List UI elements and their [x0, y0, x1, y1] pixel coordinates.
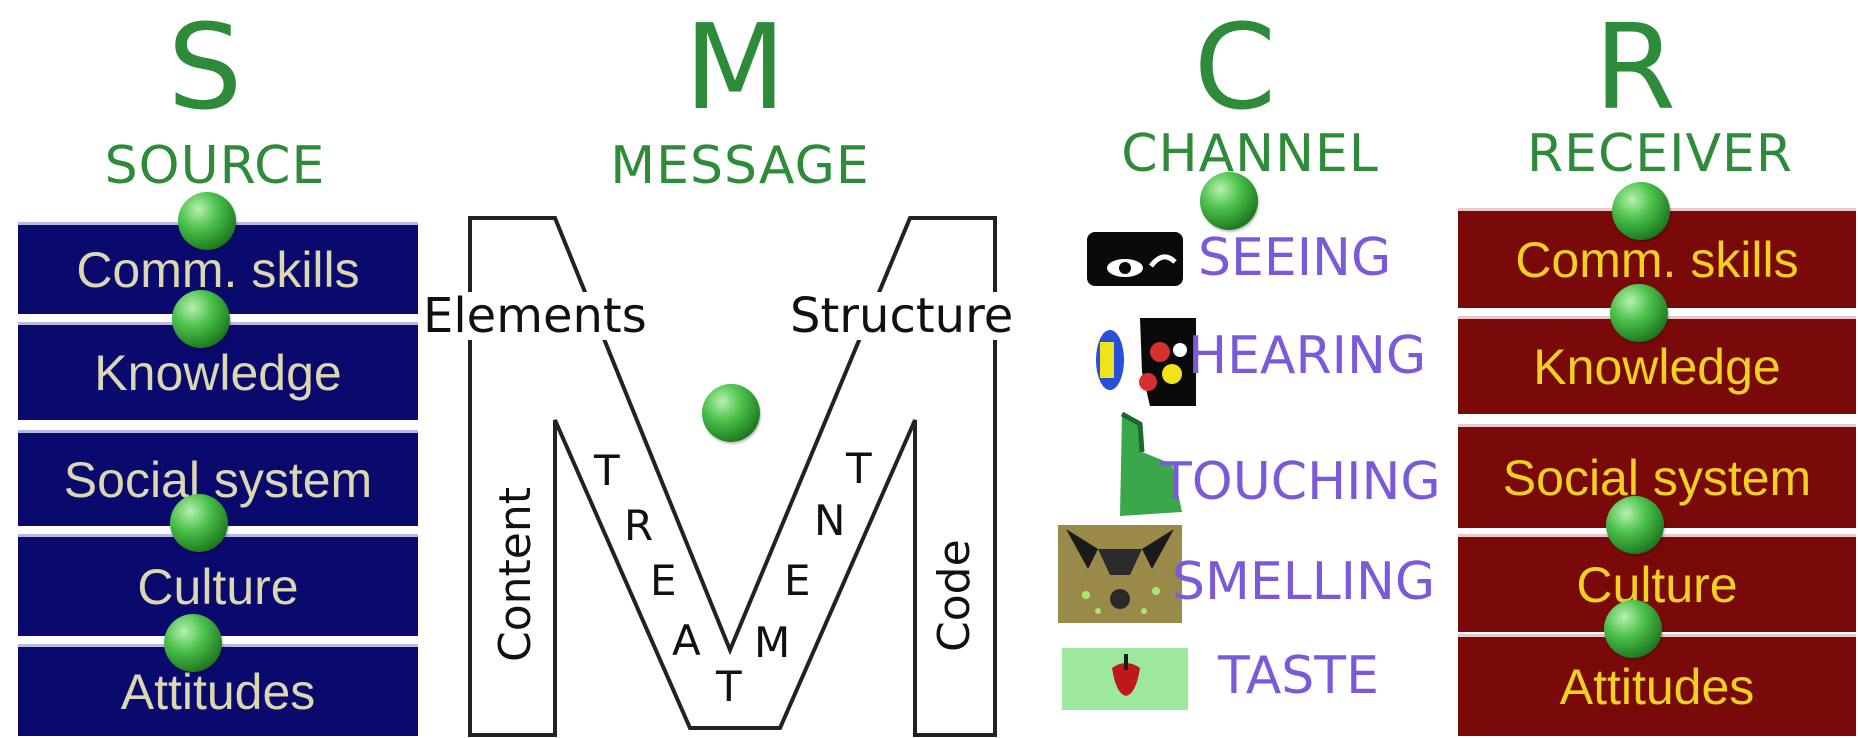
treatment-letter: M — [754, 618, 791, 667]
channel-item-taste: TASTE — [1218, 646, 1379, 706]
green-ball-icon — [1604, 600, 1662, 658]
treatment-letter: A — [672, 616, 701, 665]
channel-item-seeing: SEEING — [1198, 228, 1392, 288]
green-ball-icon — [1200, 172, 1258, 230]
source-item-label: Comm. skills — [76, 241, 360, 298]
source-item-culture: Culture — [18, 534, 418, 636]
receiver-item-label: Attitudes — [1559, 658, 1755, 715]
message-letter: M — [684, 0, 786, 136]
green-ball-icon — [702, 384, 760, 442]
source-title: SOURCE — [104, 136, 326, 196]
receiver-item-label: Comm. skills — [1515, 231, 1799, 288]
treatment-letter: E — [784, 556, 811, 605]
ear-icon — [1096, 318, 1196, 406]
source-item-attitudes: Attitudes — [18, 644, 418, 736]
receiver-title: RECEIVER — [1526, 124, 1794, 184]
source-letter: S — [167, 0, 243, 136]
channel-letter: C — [1193, 0, 1277, 136]
treatment-letter: T — [846, 444, 872, 493]
source-item-knowledge: Knowledge — [18, 322, 418, 420]
green-ball-icon — [1610, 284, 1668, 342]
message-title: MESSAGE — [610, 136, 870, 196]
green-ball-icon — [164, 614, 222, 672]
receiver-item-attitudes: Attitudes — [1458, 634, 1856, 736]
message-m-shape — [468, 216, 997, 737]
source-item-label: Culture — [137, 558, 299, 615]
receiver-item-label: Culture — [1576, 556, 1738, 613]
source-item-label: Attitudes — [120, 663, 316, 720]
source-item-social-system: Social system — [18, 430, 418, 526]
tongue-icon — [1062, 648, 1188, 710]
green-ball-icon — [1612, 182, 1670, 240]
channel-item-touching: TOUCHING — [1160, 452, 1441, 512]
hand-icon — [1120, 412, 1182, 516]
green-ball-icon — [170, 494, 228, 552]
green-ball-icon — [178, 192, 236, 250]
eye-icon — [1087, 232, 1183, 286]
receiver-item-label: Social system — [1502, 449, 1812, 506]
treatment-letter: E — [650, 556, 677, 605]
green-ball-icon — [1606, 496, 1664, 554]
nose-icon — [1058, 525, 1182, 623]
treatment-letter: T — [716, 662, 742, 711]
message-elements-label: Elements — [423, 288, 647, 344]
receiver-letter: R — [1594, 0, 1676, 136]
message-content-label: Content — [490, 487, 541, 662]
treatment-letter: N — [814, 496, 846, 545]
message-structure-label: Structure — [790, 288, 1014, 344]
channel-item-smelling: SMELLING — [1172, 552, 1436, 612]
message-code-label: Code — [929, 539, 980, 652]
receiver-item-label: Knowledge — [1533, 338, 1781, 395]
channel-item-hearing: HEARING — [1188, 326, 1427, 386]
channel-title: CHANNEL — [1121, 124, 1379, 184]
source-item-label: Knowledge — [94, 344, 342, 401]
green-ball-icon — [172, 290, 230, 348]
source-item-label: Social system — [63, 451, 373, 508]
m-outline — [468, 216, 997, 737]
treatment-letter: T — [594, 446, 620, 495]
treatment-letter: R — [624, 501, 654, 550]
